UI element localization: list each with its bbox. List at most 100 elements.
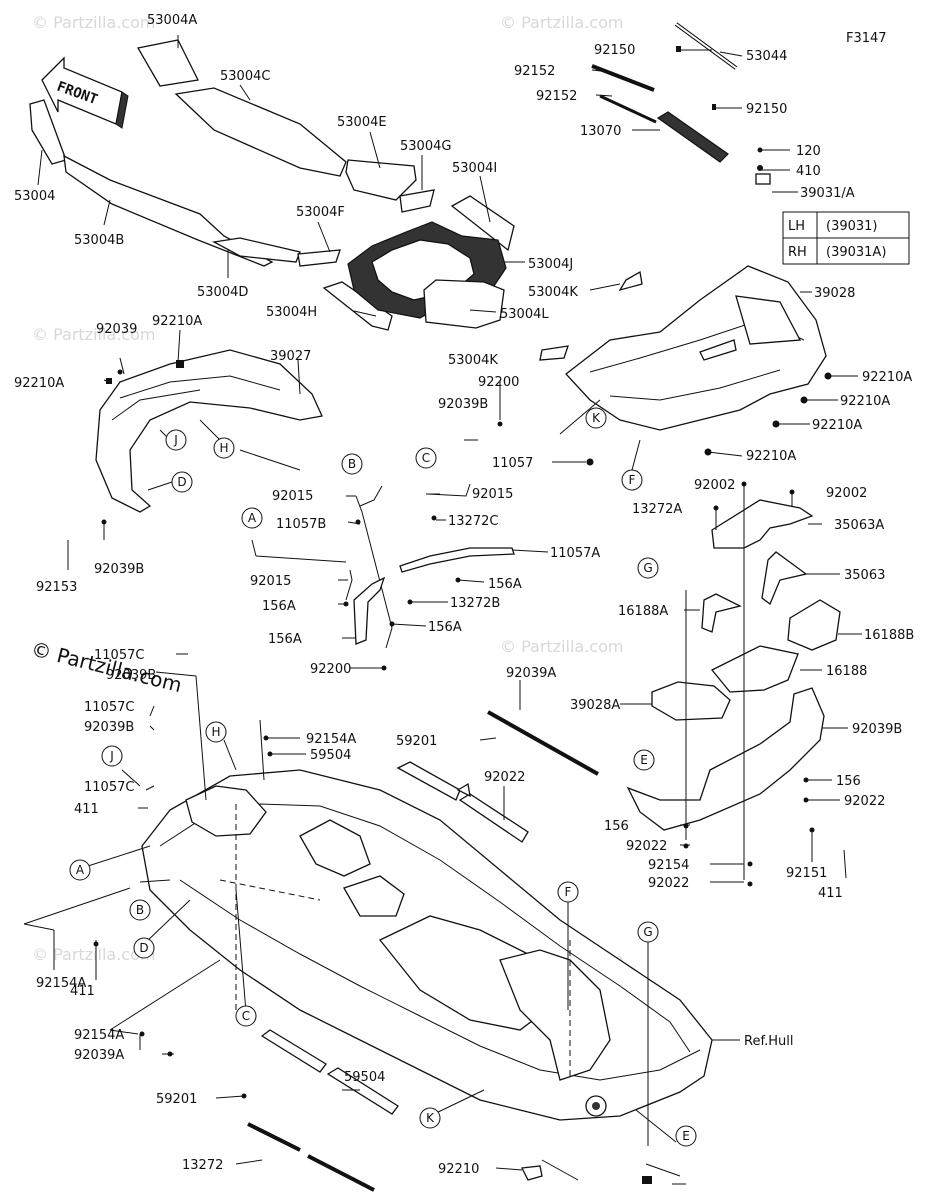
- part-label: 11057C: [84, 780, 134, 795]
- part-label: 92015: [472, 487, 513, 502]
- part-label: 35063: [844, 568, 885, 583]
- callout-j: J: [173, 433, 178, 447]
- part-label: 13272C: [448, 514, 498, 529]
- part-label: 53004G: [400, 139, 451, 154]
- part-label: 53004: [14, 189, 55, 204]
- part-label: 92022: [648, 876, 689, 891]
- part-label: 16188B: [864, 628, 914, 643]
- part-label: 92015: [250, 574, 291, 589]
- part-label: 39027: [270, 349, 311, 364]
- handle-rail: [591, 22, 771, 185]
- part-label: 53004A: [147, 13, 197, 28]
- part-label: 92210A: [840, 394, 890, 409]
- part-label: 16188: [826, 664, 867, 679]
- part-label: 53004B: [74, 233, 124, 248]
- watermark: © Partzilla.com: [32, 13, 155, 32]
- part-label: 92210A: [746, 449, 796, 464]
- part-label: 92210A: [14, 376, 64, 391]
- callout-c: C: [422, 451, 430, 465]
- part-label: 92039B: [106, 668, 156, 683]
- callout-d: D: [139, 941, 148, 955]
- part-label: 156A: [428, 620, 462, 635]
- part-label: 92154A: [74, 1028, 124, 1043]
- part-label: 92210A: [862, 370, 912, 385]
- watermark: © Partzilla.com: [500, 637, 623, 656]
- part-label: 410: [796, 164, 821, 179]
- part-label: 11057A: [550, 546, 600, 561]
- part-label: 59504: [344, 1070, 385, 1085]
- part-label: 13272B: [450, 596, 500, 611]
- part-label: 92150: [746, 102, 787, 117]
- part-label: 92002: [826, 486, 867, 501]
- part-label: 120: [796, 144, 821, 159]
- part-label: 53004H: [266, 305, 317, 320]
- part-label: 39028A: [570, 698, 620, 713]
- part-label: 92154: [648, 858, 689, 873]
- callout-k: K: [426, 1111, 435, 1125]
- callout-a: A: [76, 863, 85, 877]
- circle-callouts: K F J H D B C A G E H J A B D C F G K E: [69, 407, 697, 1147]
- part-label: 53004E: [337, 115, 387, 130]
- part-label: 11057B: [276, 517, 326, 532]
- watermark-main: © Partzilla.com: [29, 637, 185, 698]
- part-label: 53044: [746, 49, 787, 64]
- callout-h: H: [219, 441, 228, 455]
- part-label: 53004D: [197, 285, 248, 300]
- part-label: 92039B: [94, 562, 144, 577]
- part-label: 53004F: [296, 205, 345, 220]
- part-label: 92002: [694, 478, 735, 493]
- callout-h: H: [211, 725, 220, 739]
- part-label: 53004L: [500, 307, 549, 322]
- watermark: © Partzilla.com: [500, 13, 623, 32]
- side-table-lh: LH: [788, 219, 805, 234]
- callout-f: F: [629, 473, 636, 487]
- part-label: 92210: [438, 1162, 479, 1177]
- part-label: 92154A: [306, 732, 356, 747]
- part-label: 156A: [268, 632, 302, 647]
- watermark: © Partzilla.com: [32, 945, 155, 964]
- callout-a: A: [248, 511, 257, 525]
- callout-e: E: [640, 753, 648, 767]
- brackets: [345, 483, 515, 649]
- part-label: 92039A: [74, 1048, 124, 1063]
- part-label: 156: [604, 819, 629, 834]
- part-label: 156A: [262, 599, 296, 614]
- part-label: 59201: [156, 1092, 197, 1107]
- callout-c: C: [242, 1009, 250, 1023]
- part-label: 11057: [492, 456, 533, 471]
- seat-rails-bottom: [247, 1029, 543, 1192]
- fasteners: [93, 46, 832, 1184]
- watermark: © Partzilla.com: [32, 325, 155, 344]
- part-label: 92015: [272, 489, 313, 504]
- part-label: 53004K: [448, 353, 498, 368]
- part-label: 411: [74, 802, 99, 817]
- part-label: 11057C: [84, 700, 134, 715]
- part-label: 92151: [786, 866, 827, 881]
- side-table-lh-part: (39031): [826, 219, 878, 234]
- callout-b: B: [348, 457, 356, 471]
- part-label: 92022: [484, 770, 525, 785]
- side-table-rh-part: (39031A): [826, 245, 886, 260]
- part-label: 53004K: [528, 285, 578, 300]
- callout-e: E: [682, 1129, 690, 1143]
- part-label: 92039: [96, 322, 137, 337]
- part-label: 92150: [594, 43, 635, 58]
- part-label: 92200: [478, 375, 519, 390]
- part-label: 35063A: [834, 518, 884, 533]
- part-label: 92022: [626, 839, 667, 854]
- front-arrow-icon: FRONT: [41, 56, 129, 129]
- part-label: 13070: [580, 124, 621, 139]
- side-table-rh: RH: [788, 245, 807, 260]
- part-label: 411: [818, 886, 843, 901]
- callout-f: F: [565, 885, 572, 899]
- part-label: 92039B: [438, 397, 488, 412]
- callout-b: B: [136, 903, 144, 917]
- side-table: LH (39031) RH (39031A): [782, 211, 910, 265]
- seat-rails-mid: [396, 710, 599, 843]
- part-label: 92039B: [84, 720, 134, 735]
- part-label: 53004J: [528, 257, 573, 272]
- reference-dashes: [219, 804, 571, 1080]
- part-label: 156: [836, 774, 861, 789]
- part-label: 59504: [310, 748, 351, 763]
